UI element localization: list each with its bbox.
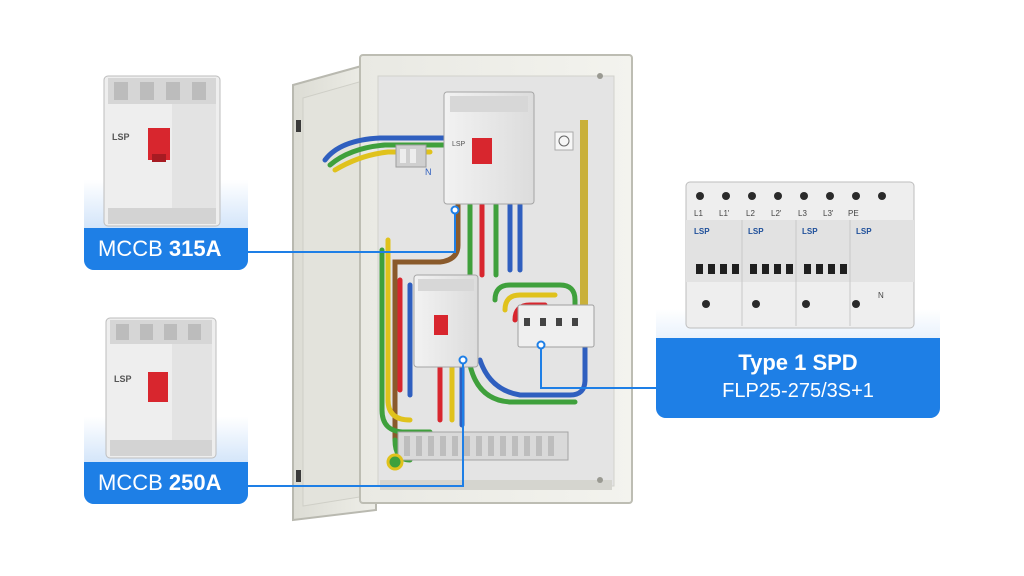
second-mccb [413, 274, 479, 368]
mccb-250a-brand: LSP [114, 374, 132, 384]
spd-terminal-label: N [878, 291, 884, 300]
svg-text:N: N [425, 167, 432, 177]
mccb-315a-card: LSP MCCB 315A [84, 70, 248, 270]
spd-image: L1 L1' L2 L2' L3 L3' PE N LSP LSP LSP LS… [685, 181, 915, 329]
spd-terminal-label: L2 [746, 209, 755, 218]
spd-module-brand: LSP [802, 227, 818, 236]
spd-module-brand: LSP [694, 227, 710, 236]
cabinet-spd [517, 304, 595, 348]
connector-dots [450, 205, 546, 365]
terminal-rail [386, 431, 569, 471]
spd-card: L1 L1' L2 L2' L3 L3' PE N LSP LSP LSP LS… [656, 176, 940, 418]
spd-terminal-label: PE [848, 209, 859, 218]
spd-module-brand: LSP [748, 227, 764, 236]
spd-terminal-label: L1 [694, 209, 703, 218]
spd-terminal-label: L2' [771, 209, 782, 218]
mccb-250a-label: MCCB 250A [84, 462, 248, 504]
svg-text:LSP: LSP [452, 141, 466, 148]
mccb-250a-image: LSP [105, 317, 217, 459]
mccb-250a-rating: 250A [168, 470, 222, 495]
mccb-250a-prefix: MCCB [98, 470, 163, 495]
mccb-315a-image: LSP [103, 75, 221, 227]
spd-terminal-label: L3' [823, 209, 834, 218]
mccb-315a-label: MCCB 315A [84, 228, 248, 270]
mccb-250a-card: LSP MCCB 250A [84, 310, 248, 504]
spd-label: Type 1 SPD FLP25-275/3S+1 [656, 338, 940, 418]
spd-title: Type 1 SPD [738, 350, 858, 375]
spd-terminal-label: L1' [719, 209, 730, 218]
mccb-315a-rating: 315A [168, 236, 222, 261]
terminal-block-top: N [395, 144, 432, 177]
earth-bar [554, 120, 588, 310]
connector-lines [245, 210, 660, 487]
spd-model: FLP25-275/3S+1 [722, 380, 874, 402]
main-mccb: LSP [443, 91, 535, 205]
spd-module-brand: LSP [856, 227, 872, 236]
spd-terminal-label: L3 [798, 209, 807, 218]
mccb-315a-brand: LSP [112, 132, 130, 142]
cabinet-door [292, 60, 377, 522]
mccb-315a-prefix: MCCB [98, 236, 163, 261]
